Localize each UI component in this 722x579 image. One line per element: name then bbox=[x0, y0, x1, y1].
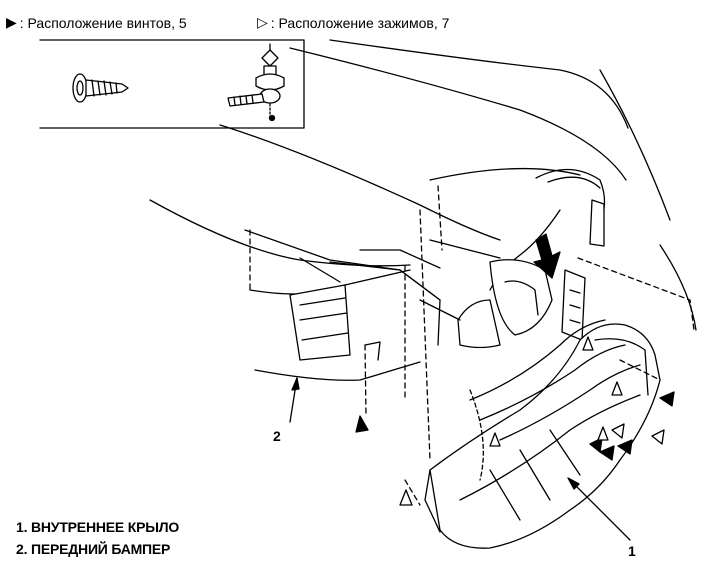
callout-front-bumper: 2 bbox=[273, 428, 281, 444]
leader-arrow-2 bbox=[291, 377, 300, 391]
clip-marker bbox=[399, 489, 413, 506]
callout-inner-fender: 1 bbox=[628, 543, 636, 559]
inner-fender-liner-shape bbox=[424, 319, 661, 549]
key-number: 2. bbox=[16, 541, 28, 557]
filled-triangle-icon: ▶ bbox=[6, 14, 17, 30]
screw-marker bbox=[355, 415, 369, 433]
screw-marker bbox=[659, 391, 675, 407]
legend-clips-label: : Расположение зажимов, 7 bbox=[270, 14, 450, 31]
screw-marker bbox=[589, 437, 603, 453]
clip-marker bbox=[611, 381, 623, 396]
clip-icon bbox=[227, 43, 285, 122]
leader-line-1 bbox=[571, 481, 631, 541]
screw-marker bbox=[617, 439, 633, 455]
legend-clips: ▷ : Расположение зажимов, 7 bbox=[257, 14, 449, 31]
clip-marker bbox=[611, 423, 625, 439]
key-text: ПЕРЕДНИЙ БАМПЕР bbox=[30, 541, 171, 557]
key-item-inner-fender: 1. ВНУТРЕННЕЕ КРЫЛО bbox=[16, 519, 179, 535]
clip-marker bbox=[651, 429, 665, 445]
screw-marker bbox=[599, 445, 615, 461]
legend-screws-label: : Расположение винтов, 5 bbox=[19, 14, 187, 31]
legend-frame bbox=[39, 39, 305, 129]
key-item-front-bumper: 2. ПЕРЕДНИЙ БАМПЕР bbox=[16, 541, 170, 557]
clip-marker bbox=[597, 426, 609, 441]
direction-arrow-icon bbox=[533, 233, 561, 279]
legend-screws: ▶ : Расположение винтов, 5 bbox=[6, 14, 187, 31]
car-body-outline bbox=[149, 39, 697, 331]
front-bumper-shape bbox=[244, 229, 441, 381]
key-text: ВНУТРЕННЕЕ КРЫЛО bbox=[30, 519, 180, 535]
dashed-guide-lines bbox=[249, 185, 695, 506]
bracket-region bbox=[419, 239, 586, 349]
leader-arrow-1 bbox=[567, 477, 580, 490]
clip-markers bbox=[399, 336, 665, 506]
open-triangle-icon: ▷ bbox=[257, 14, 268, 30]
clip-marker bbox=[489, 432, 501, 447]
screw-icon bbox=[72, 73, 129, 103]
clip-marker bbox=[582, 336, 594, 351]
screw-markers bbox=[355, 391, 675, 461]
key-number: 1. bbox=[16, 519, 28, 535]
